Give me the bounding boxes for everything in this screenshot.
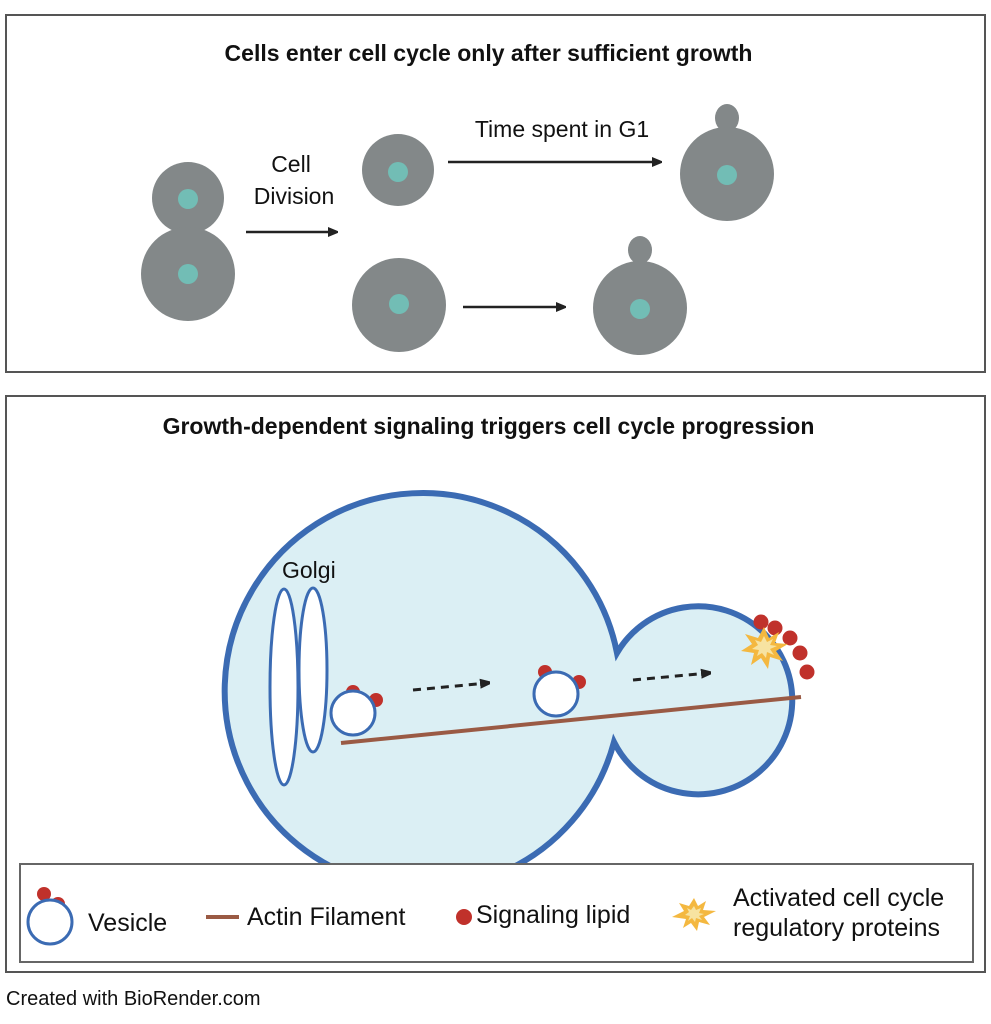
nucleus — [389, 294, 409, 314]
golgi-cisterna — [297, 586, 329, 754]
cell-division-diagram: Cell Division Time spent in G1 — [141, 104, 774, 355]
nucleus — [630, 299, 650, 319]
vesicle-membrane — [329, 689, 377, 737]
nucleus — [388, 162, 408, 182]
panel-growth-signaling: Growth-dependent signaling triggers cell… — [5, 395, 986, 973]
bud — [628, 236, 652, 264]
signaling-lipid — [799, 664, 815, 680]
panel-title: Growth-dependent signaling triggers cell… — [162, 413, 815, 439]
legend: Vesicle Actin Filament Signaling lipid A… — [19, 863, 974, 963]
bud — [715, 104, 739, 132]
cell-division-label-line1: Cell — [271, 151, 311, 177]
signaling-lipid-icon — [456, 909, 472, 925]
time-in-g1-label: Time spent in G1 — [475, 116, 649, 142]
signaling-diagram: Golgi — [221, 490, 815, 892]
nucleus — [717, 165, 737, 185]
nucleus — [178, 189, 198, 209]
legend-label-signaling-lipid: Signaling lipid — [476, 901, 631, 929]
transport-arrow — [632, 673, 709, 682]
budding-cell-large — [680, 104, 774, 221]
signaling-lipid — [767, 620, 783, 636]
panel-cell-size-control: Cells enter cell cycle only after suffic… — [5, 14, 986, 373]
signaling-lipid — [792, 645, 808, 661]
nucleus — [178, 264, 198, 284]
golgi-cisterna — [268, 587, 300, 787]
activated-protein-burst — [741, 627, 788, 669]
biorender-credit: Created with BioRender.com — [6, 988, 261, 1010]
budding-cell-mother — [593, 236, 687, 355]
vesicle-icon — [26, 887, 74, 946]
cell-division-label-line2: Division — [254, 183, 335, 209]
legend-label-vesicle: Vesicle — [88, 909, 168, 937]
legend-label-activated-proteins-line2: regulatory proteins — [733, 914, 941, 942]
actin-filament — [340, 695, 802, 745]
signaling-lipid — [782, 630, 798, 646]
signaling-lipid — [753, 614, 769, 630]
activated-protein-icon — [672, 898, 716, 931]
legend-label-activated-proteins-line1: Activated cell cycle — [733, 884, 945, 912]
vesicle — [329, 685, 383, 737]
signaling-lipid-cluster — [753, 614, 815, 680]
transport-arrow — [412, 683, 488, 692]
vesicle-membrane — [532, 670, 580, 718]
panel-title: Cells enter cell cycle only after suffic… — [224, 40, 753, 66]
small-daughter-cell — [362, 134, 434, 206]
legend-label-actin-filament: Actin Filament — [247, 903, 406, 931]
legend-icons — [26, 887, 716, 946]
golgi-label: Golgi — [282, 557, 336, 583]
dividing-cell-pair — [141, 162, 235, 321]
large-mother-cell — [352, 258, 446, 352]
vesicle — [532, 665, 586, 718]
golgi — [268, 586, 329, 787]
